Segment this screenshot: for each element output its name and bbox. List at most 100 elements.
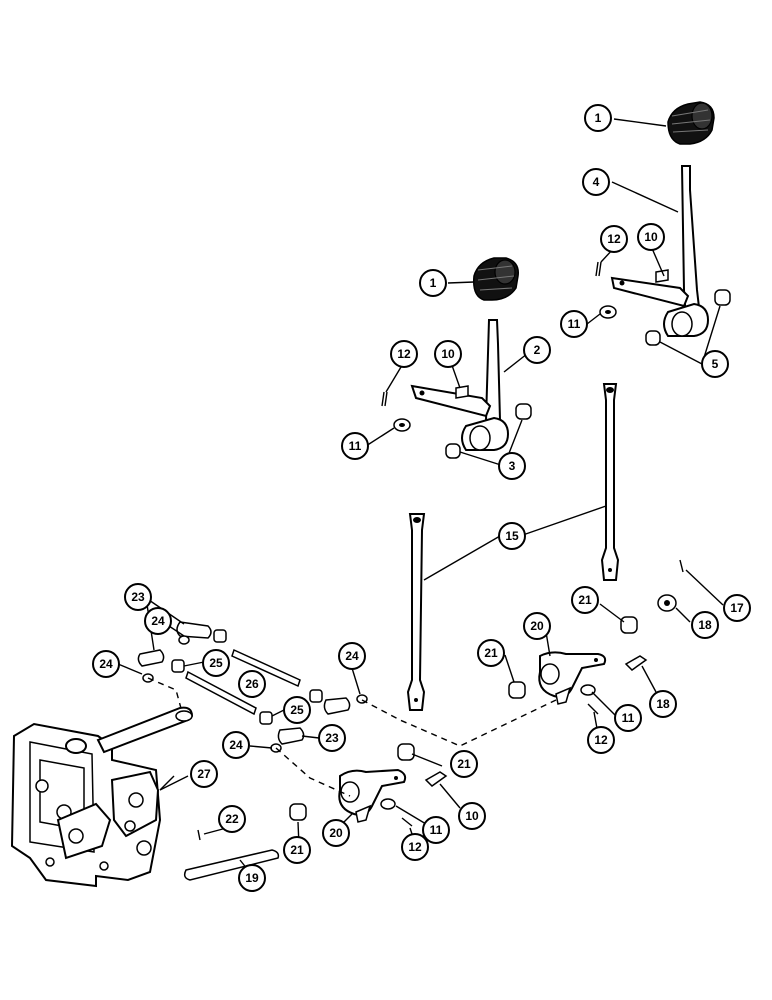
callout-12-lower: 12 <box>401 833 429 861</box>
svg-text:10: 10 <box>465 809 479 823</box>
callout-11-upper: 11 <box>560 310 588 338</box>
rod-26-lower <box>185 670 257 716</box>
bushing-upper-a <box>714 289 731 306</box>
callout-19: 19 <box>238 864 266 892</box>
svg-text:11: 11 <box>568 317 581 331</box>
svg-text:12: 12 <box>397 347 411 361</box>
svg-text:21: 21 <box>578 593 592 607</box>
bushing-21-d <box>289 803 307 821</box>
callout-10-middle: 10 <box>434 340 462 368</box>
washer-11-d <box>380 798 396 810</box>
nut-24-a <box>178 635 190 645</box>
callout-18-lower: 18 <box>649 690 677 718</box>
knob-upper <box>667 101 715 145</box>
callout-21-a: 21 <box>571 586 599 614</box>
callout-10-lower: 10 <box>458 802 486 830</box>
cotter-pin-lower <box>401 817 413 827</box>
svg-text:12: 12 <box>594 733 608 747</box>
bushing-middle-b <box>445 443 461 459</box>
callout-20-right: 20 <box>523 612 551 640</box>
svg-text:20: 20 <box>530 619 544 633</box>
control-rod-right <box>600 383 620 581</box>
callout-21-c: 21 <box>450 750 478 778</box>
svg-text:10: 10 <box>441 347 455 361</box>
rod-26-upper <box>231 648 301 688</box>
svg-text:24: 24 <box>345 649 359 663</box>
svg-text:24: 24 <box>229 738 243 752</box>
callout-11-lower: 11 <box>422 816 450 844</box>
nut-25-c <box>309 689 323 703</box>
control-lever-upper <box>610 165 710 337</box>
svg-text:10: 10 <box>644 230 658 244</box>
pin-22 <box>197 829 201 841</box>
cotter-pin-right <box>587 703 599 715</box>
callout-23-upper: 23 <box>124 583 152 611</box>
callout-15: 15 <box>498 522 526 550</box>
svg-text:2: 2 <box>534 343 541 357</box>
callout-18-upper: 18 <box>691 611 719 639</box>
bushing-21-b <box>508 681 526 699</box>
svg-text:12: 12 <box>607 232 621 246</box>
callout-1-upper: 1 <box>584 104 612 132</box>
svg-text:11: 11 <box>349 439 362 453</box>
callout-22: 22 <box>218 805 246 833</box>
bolt-18 <box>624 655 648 671</box>
svg-text:21: 21 <box>290 843 304 857</box>
cotter-pin-middle <box>381 391 388 407</box>
callout-24-d: 24 <box>222 731 250 759</box>
svg-text:22: 22 <box>225 812 239 826</box>
svg-text:15: 15 <box>505 529 519 543</box>
nut-25-d <box>259 711 273 725</box>
svg-text:3: 3 <box>509 459 516 473</box>
svg-text:18: 18 <box>656 697 670 711</box>
washer-18 <box>657 594 677 612</box>
callout-2: 2 <box>523 336 551 364</box>
callout-12-right: 12 <box>587 726 615 754</box>
svg-text:25: 25 <box>209 656 223 670</box>
svg-text:23: 23 <box>325 731 339 745</box>
callout-21-b: 21 <box>477 639 505 667</box>
clevis-23-mid <box>323 697 351 715</box>
svg-text:27: 27 <box>197 767 211 781</box>
callout-20-left: 20 <box>322 819 350 847</box>
bushing-middle-a <box>515 403 532 420</box>
callout-24-c: 24 <box>338 642 366 670</box>
svg-text:21: 21 <box>484 646 498 660</box>
clevis-23-lower <box>277 727 305 745</box>
control-rod-left <box>406 513 426 711</box>
svg-text:1: 1 <box>430 276 437 290</box>
shaft-19 <box>183 849 280 881</box>
nut-25-b <box>171 659 185 673</box>
svg-text:11: 11 <box>622 711 635 725</box>
svg-text:11: 11 <box>430 823 443 837</box>
callout-21-d: 21 <box>283 836 311 864</box>
bolt-10-lower <box>424 771 448 787</box>
svg-text:21: 21 <box>457 757 471 771</box>
washer-upper <box>599 305 617 319</box>
svg-text:20: 20 <box>329 826 343 840</box>
callout-26: 26 <box>238 670 266 698</box>
svg-text:12: 12 <box>408 840 422 854</box>
svg-text:1: 1 <box>595 111 602 125</box>
svg-text:5: 5 <box>712 357 719 371</box>
svg-text:4: 4 <box>593 175 600 189</box>
svg-text:24: 24 <box>151 614 165 628</box>
svg-text:23: 23 <box>131 590 145 604</box>
callout-11-right: 11 <box>614 704 642 732</box>
callout-5: 5 <box>701 350 729 378</box>
callout-3: 3 <box>498 452 526 480</box>
svg-text:25: 25 <box>290 703 304 717</box>
selector-arm-right <box>538 651 607 705</box>
callout-11-middle: 11 <box>341 432 369 460</box>
callout-23-lower: 23 <box>318 724 346 752</box>
callout-25-b: 25 <box>283 696 311 724</box>
bushing-21-c <box>397 743 415 761</box>
washer-11-c <box>580 684 596 696</box>
callout-4: 4 <box>582 168 610 196</box>
svg-text:24: 24 <box>99 657 113 671</box>
clevis-23-left <box>137 649 165 667</box>
svg-text:26: 26 <box>245 677 259 691</box>
valve-housing <box>10 706 194 888</box>
knob-middle <box>472 257 519 301</box>
